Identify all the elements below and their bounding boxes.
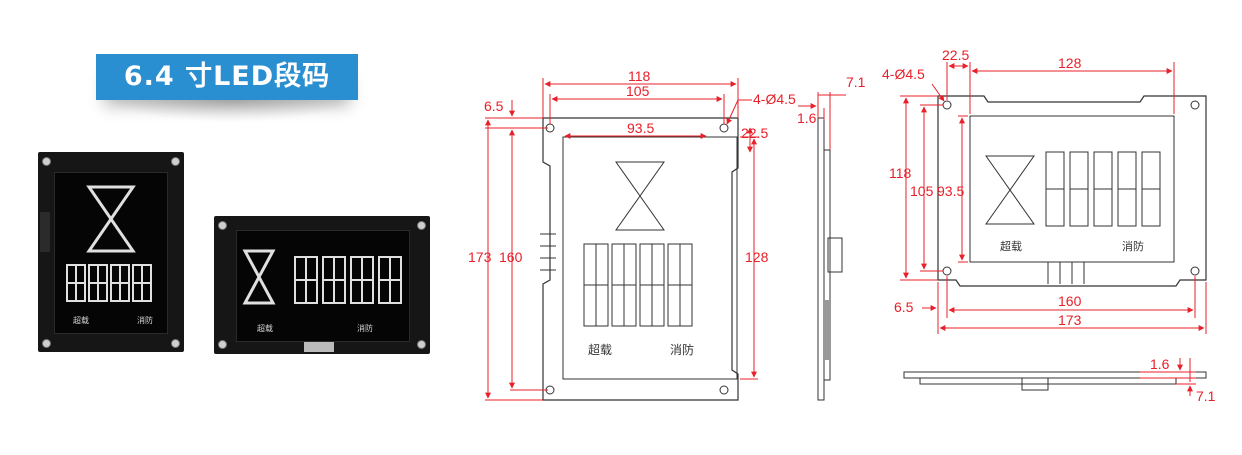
front-dim-hole: 4-Ø4.5: [753, 91, 796, 107]
led-screen: 超载 消防: [236, 230, 410, 342]
mount-hole: [171, 157, 180, 166]
front-dim-118: 118: [628, 68, 651, 84]
bottom-view: 1.6 7.1: [903, 356, 1216, 404]
side-view: 7.1 1.6: [797, 74, 866, 401]
front-dim-173: 173: [468, 249, 492, 265]
mount-hole: [171, 339, 180, 348]
mount-hole: [417, 340, 426, 349]
label-overload: 超载: [257, 324, 273, 333]
front-label-fire: 消防: [670, 342, 694, 357]
side-dim-thickness: 7.1: [846, 74, 866, 90]
front-dim-93-5: 93.5: [627, 120, 654, 136]
segment-display: [242, 249, 402, 305]
segment-display: [66, 185, 152, 302]
landscape-dim-93-5: 93.5: [937, 183, 964, 199]
label-fire: 消防: [137, 316, 153, 325]
front-dim-22-5: 22.5: [741, 125, 768, 141]
landscape-dim-22-5: 22.5: [942, 47, 969, 63]
mount-hole: [42, 339, 51, 348]
connector: [304, 340, 334, 352]
led-screen: 超载 消防: [54, 172, 168, 334]
connector: [40, 212, 50, 252]
landscape-dim-128: 128: [1058, 55, 1082, 71]
banner-title: 6.4 寸LED段码: [123, 61, 331, 92]
bottom-dim-board: 1.6: [1150, 356, 1170, 372]
landscape-dim-105: 105: [910, 183, 934, 199]
landscape-view: 超载 消防 4-Ø4.5 22.5 128 1: [882, 47, 1207, 334]
mount-hole: [42, 157, 51, 166]
front-dim-105: 105: [626, 83, 650, 99]
landscape-dim-118: 118: [889, 165, 912, 181]
product-photo-portrait: 超载 消防: [38, 152, 184, 352]
landscape-dim-hole: 4-Ø4.5: [882, 66, 925, 82]
label-fire: 消防: [357, 324, 373, 333]
front-view: 超载 消防: [468, 68, 796, 401]
front-label-overload: 超载: [588, 342, 612, 357]
front-dim-6-5: 6.5: [484, 98, 504, 114]
bottom-dim-thickness: 7.1: [1196, 388, 1216, 404]
mount-hole: [218, 340, 227, 349]
mount-hole: [218, 221, 227, 230]
mount-hole: [417, 221, 426, 230]
front-dim-128: 128: [745, 249, 769, 265]
landscape-label-overload: 超载: [1000, 239, 1022, 253]
landscape-label-fire: 消防: [1122, 239, 1144, 253]
banner-shadow: [110, 100, 350, 122]
product-photo-landscape: 超载 消防: [214, 216, 430, 354]
landscape-dim-6-5: 6.5: [894, 299, 914, 315]
title-banner: 6.4 寸LED段码: [96, 54, 358, 100]
landscape-dim-160: 160: [1058, 293, 1082, 309]
landscape-dim-173: 173: [1058, 312, 1082, 328]
side-dim-board: 1.6: [797, 110, 817, 126]
front-dim-160: 160: [499, 249, 523, 265]
label-overload: 超载: [73, 316, 89, 325]
